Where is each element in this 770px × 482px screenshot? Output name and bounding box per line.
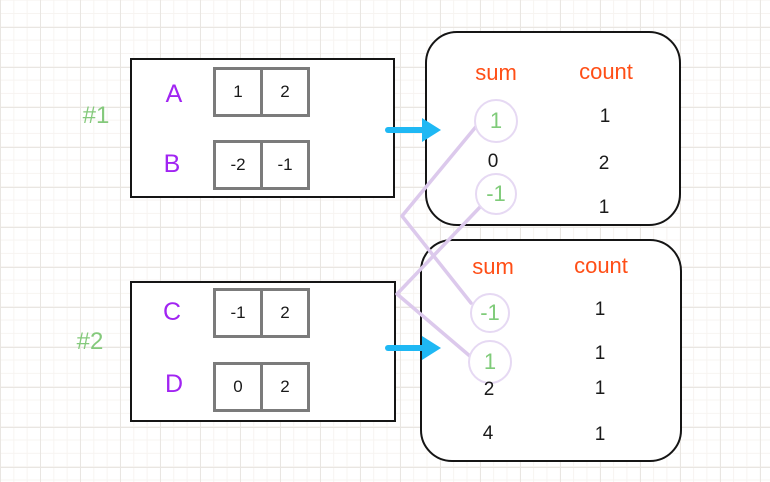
count-value: 2 (598, 153, 610, 174)
group-1-label: #1 (82, 102, 110, 129)
sum-column-header: sum (475, 60, 517, 85)
sum-value: 1 (489, 108, 503, 133)
array-cell: 2 (260, 362, 310, 412)
sum-value: 1 (483, 349, 497, 374)
circled-sum-value: 1 (468, 340, 512, 384)
circled-sum-value: -1 (470, 293, 510, 333)
sum-value: -1 (486, 181, 506, 206)
array-b-label: B (163, 150, 181, 178)
sum-value: 4 (482, 423, 494, 444)
sum-value: -1 (480, 300, 500, 325)
array-a-label: A (165, 80, 183, 108)
array-cell: 2 (260, 67, 310, 117)
circled-sum-value: -1 (475, 173, 517, 215)
count-value: 1 (598, 197, 610, 218)
array-cell: -2 (213, 140, 263, 190)
array-d-label: D (164, 370, 184, 398)
count-value: 1 (599, 106, 611, 127)
count-value: 1 (594, 343, 606, 364)
count-value: 1 (594, 299, 606, 320)
sum-value: 2 (483, 379, 495, 400)
array-a-cells: 1 2 (213, 67, 310, 117)
group-2-result-box (420, 239, 682, 462)
array-b-cells: -2 -1 (213, 140, 310, 190)
array-cell: -1 (213, 288, 263, 338)
array-c-label: C (162, 298, 182, 326)
sum-column-header: sum (472, 254, 514, 279)
array-d-cells: 0 2 (213, 362, 310, 412)
array-cell: 2 (260, 288, 310, 338)
array-cell: 1 (213, 67, 263, 117)
sum-value: 0 (487, 151, 499, 172)
circled-sum-value: 1 (474, 99, 518, 143)
array-cell: -1 (260, 140, 310, 190)
count-column-header: count (574, 253, 628, 278)
array-c-cells: -1 2 (213, 288, 310, 338)
count-value: 1 (594, 424, 606, 445)
array-cell: 0 (213, 362, 263, 412)
group-2-label: #2 (76, 328, 104, 355)
count-column-header: count (579, 59, 633, 84)
count-value: 1 (594, 378, 606, 399)
